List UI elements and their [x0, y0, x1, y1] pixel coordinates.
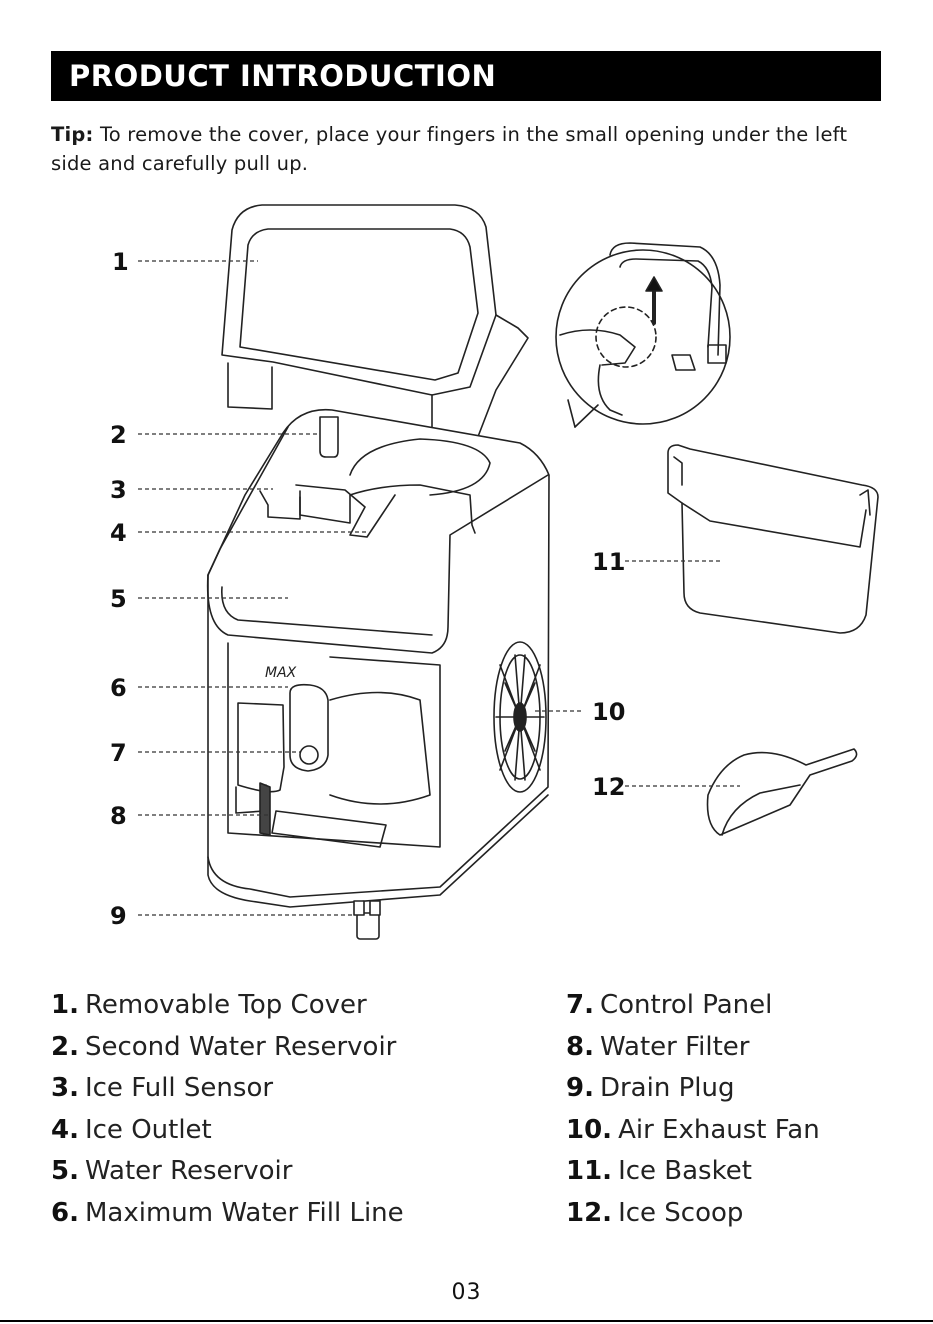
part-label: Ice Scoop: [618, 1197, 744, 1228]
callout-4: 4: [110, 519, 127, 547]
part-item: 1.Removable Top Cover: [51, 985, 404, 1027]
part-item: 2.Second Water Reservoir: [51, 1027, 404, 1069]
part-label: Air Exhaust Fan: [618, 1114, 820, 1145]
drain-plug-drawing: [353, 900, 381, 940]
part-item: 6.Maximum Water Fill Line: [51, 1193, 404, 1235]
callout-12: 12: [592, 773, 625, 801]
part-item: 7.Control Panel: [566, 985, 820, 1027]
section-title: PRODUCT INTRODUCTION: [69, 59, 497, 93]
callout-9: 9: [110, 902, 127, 930]
part-label: Water Filter: [599, 1031, 750, 1062]
part-item: 3.Ice Full Sensor: [51, 1068, 404, 1110]
callout-11: 11: [592, 548, 625, 576]
part-number: 11.: [566, 1156, 613, 1186]
tip-paragraph: Tip: To remove the cover, place your fin…: [51, 120, 891, 178]
part-item: 10.Air Exhaust Fan: [566, 1110, 820, 1152]
ice-scoop-drawing: [706, 748, 858, 836]
part-item: 11.Ice Basket: [566, 1151, 820, 1193]
callout-2: 2: [110, 421, 127, 449]
part-number: 5.: [51, 1156, 79, 1186]
part-number: 6.: [51, 1197, 79, 1228]
leader-lines: [138, 260, 740, 916]
tip-text: To remove the cover, place your fingers …: [51, 123, 848, 175]
part-number: 10.: [566, 1114, 613, 1145]
part-label: Ice Outlet: [84, 1114, 212, 1145]
callout-6: 6: [110, 674, 127, 702]
part-number: 4.: [51, 1114, 79, 1145]
part-item: 4.Ice Outlet: [51, 1110, 404, 1152]
part-number: 9.: [566, 1073, 594, 1103]
callout-7: 7: [110, 739, 127, 767]
callout-3: 3: [110, 476, 127, 504]
part-label: Drain Plug: [599, 1073, 735, 1103]
top-cover-drawing: [221, 204, 529, 448]
parts-list-right: 7.Control Panel 8.Water Filter 9.Drain P…: [566, 985, 820, 1234]
part-label: Water Reservoir: [84, 1156, 293, 1186]
parts-list-left: 1.Removable Top Cover 2.Second Water Res…: [51, 985, 404, 1234]
callout-10: 10: [592, 698, 625, 726]
part-label: Maximum Water Fill Line: [84, 1197, 404, 1228]
callout-8: 8: [110, 802, 127, 830]
part-item: 12.Ice Scoop: [566, 1193, 820, 1235]
callout-1: 1: [112, 248, 129, 276]
part-label: Removable Top Cover: [84, 990, 367, 1020]
part-number: 1.: [51, 990, 79, 1020]
detail-inset-drawing: [555, 242, 731, 428]
tip-label: Tip:: [51, 123, 94, 146]
ice-maker-body-drawing: [206, 408, 550, 908]
part-label: Control Panel: [599, 990, 773, 1020]
part-label: Ice Full Sensor: [84, 1073, 274, 1103]
part-number: 3.: [51, 1073, 79, 1103]
part-item: 9.Drain Plug: [566, 1068, 820, 1110]
page-number: 03: [451, 1280, 482, 1305]
part-item: 8.Water Filter: [566, 1027, 820, 1069]
ice-basket-drawing: [667, 444, 879, 634]
part-number: 7.: [566, 990, 594, 1020]
callout-5: 5: [110, 585, 127, 613]
exhaust-fan-drawing: [493, 641, 547, 793]
section-header: PRODUCT INTRODUCTION: [51, 51, 881, 101]
part-label: Ice Basket: [618, 1156, 752, 1186]
product-diagram: MAX 1 2 3 4 5 6 7 8 9 10 11 12: [110, 204, 879, 940]
max-label: MAX: [265, 665, 297, 681]
part-number: 12.: [566, 1197, 613, 1228]
part-number: 8.: [566, 1031, 594, 1062]
part-label: Second Water Reservoir: [84, 1031, 397, 1062]
part-item: 5.Water Reservoir: [51, 1151, 404, 1193]
part-number: 2.: [51, 1031, 79, 1062]
bottom-rule: [0, 1320, 933, 1322]
